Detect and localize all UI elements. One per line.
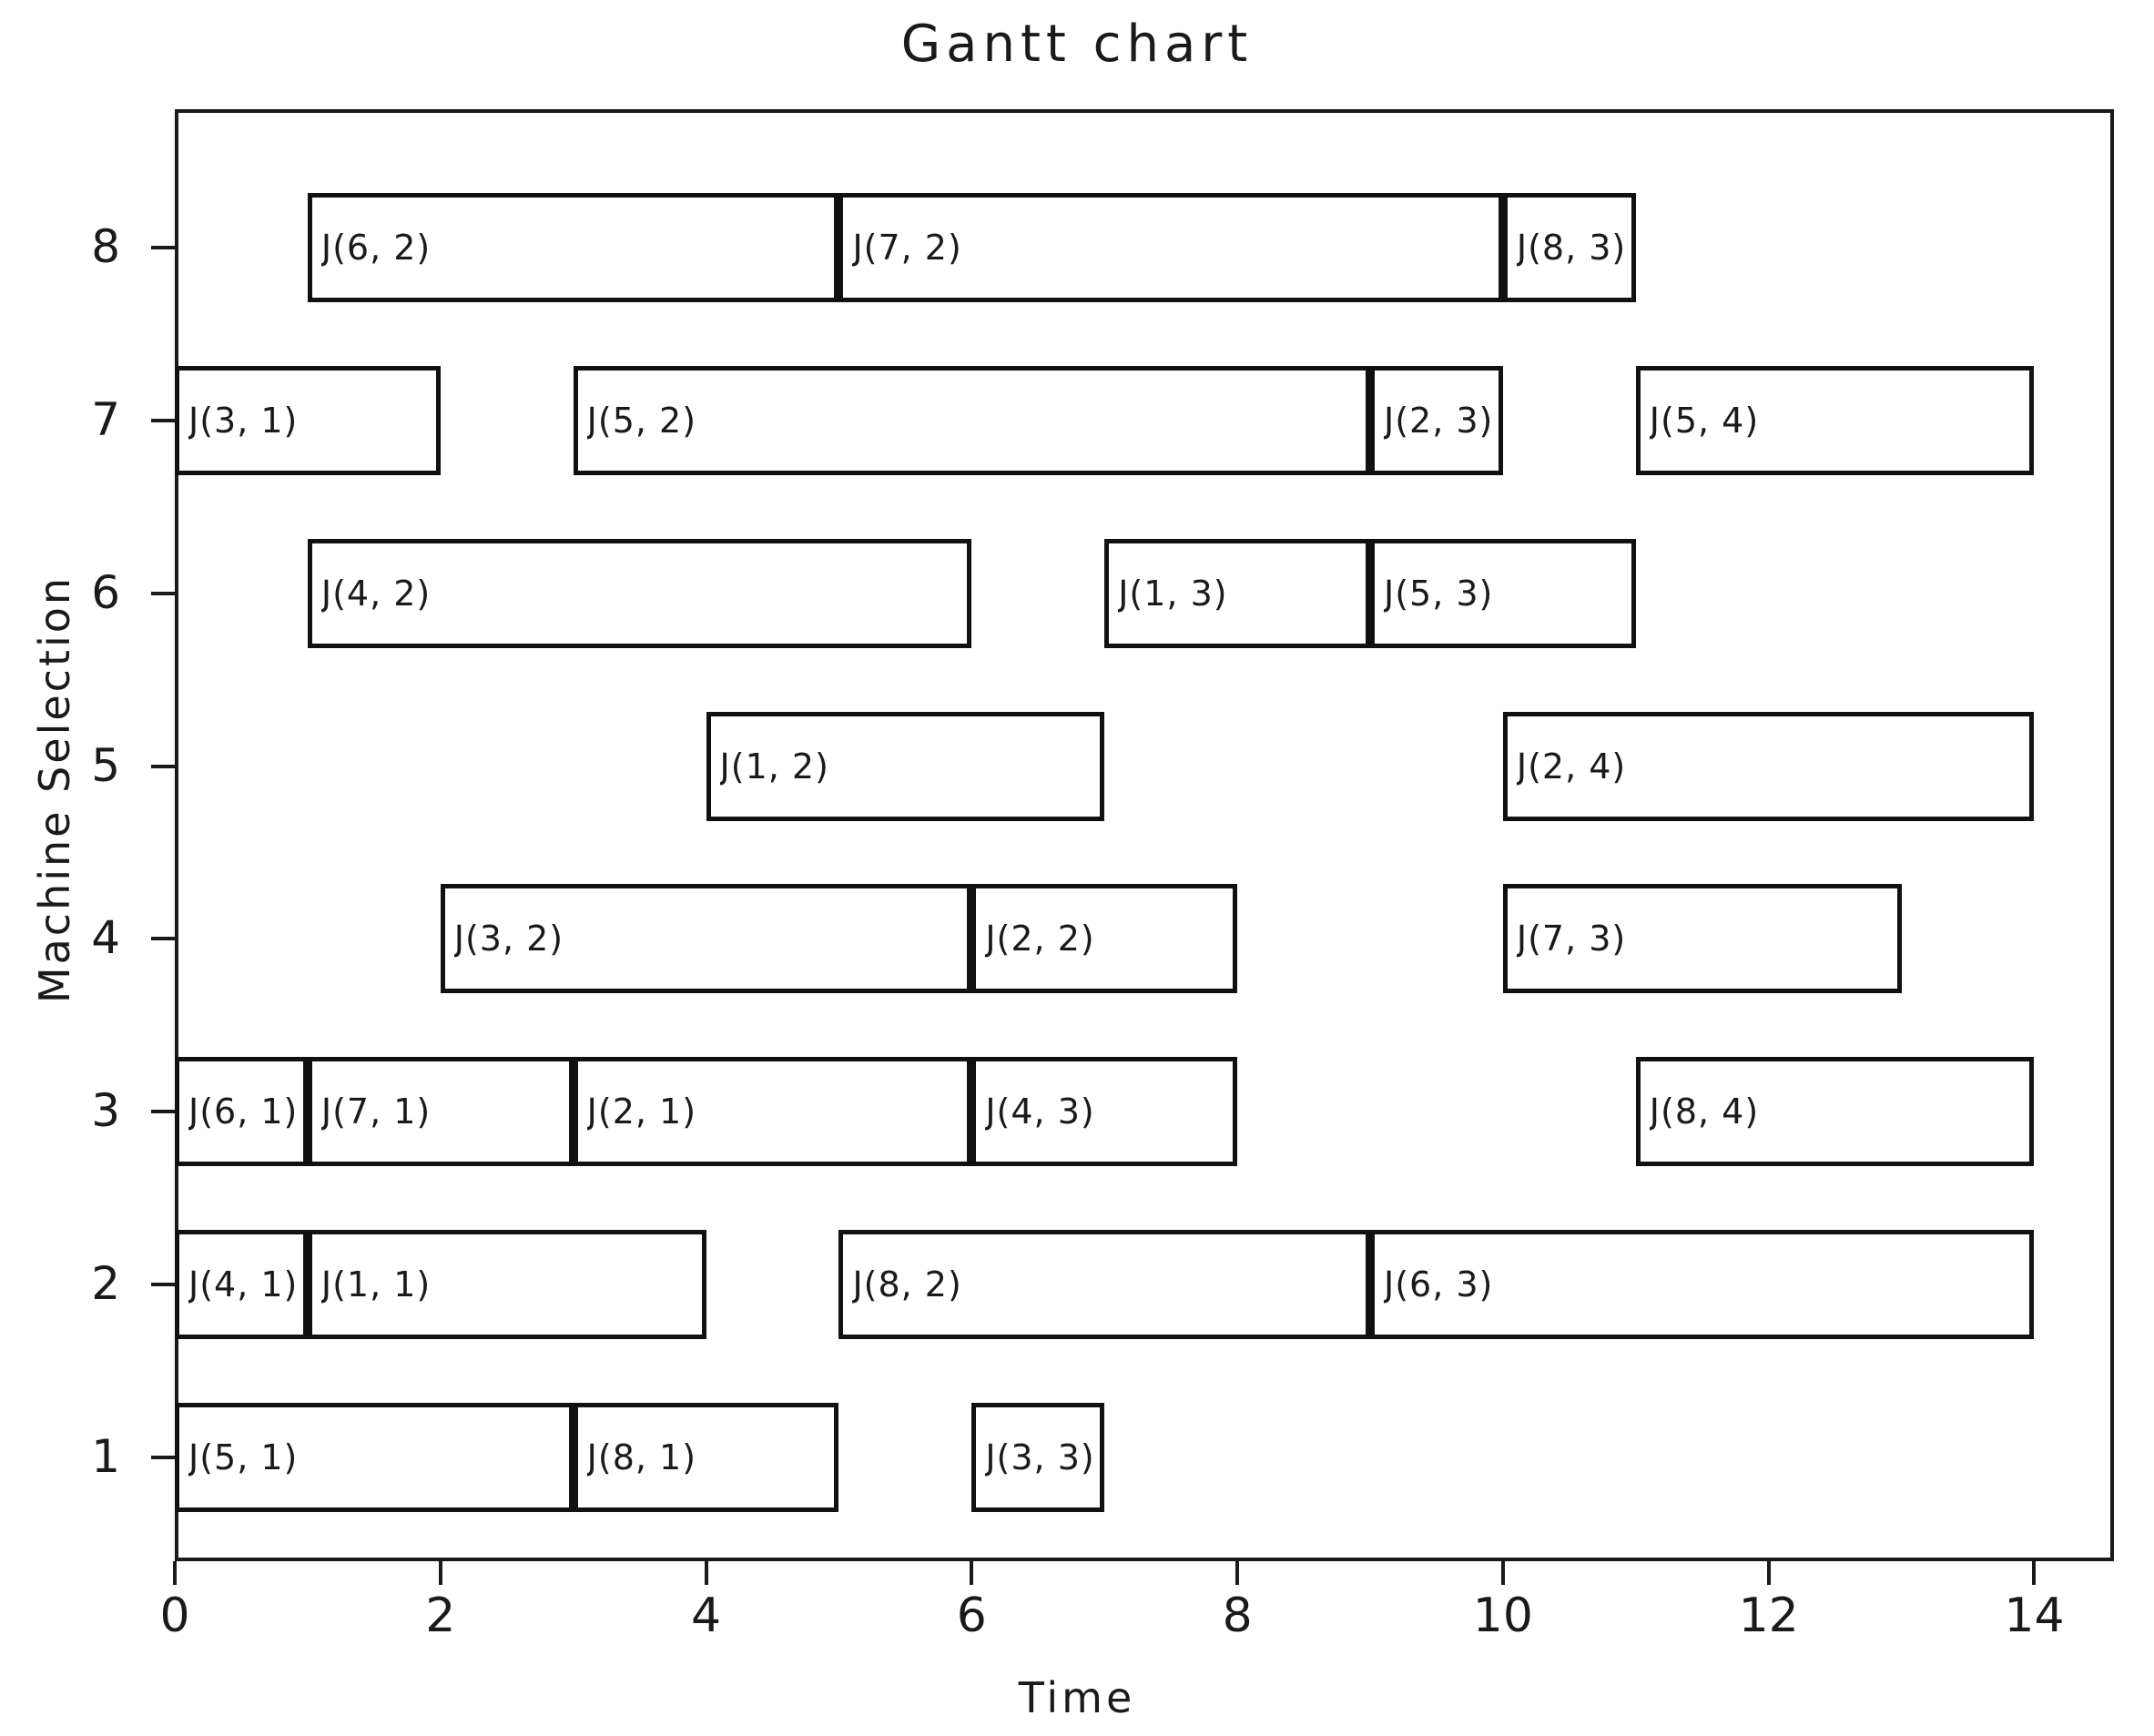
gantt-bar: J(5, 4) bbox=[1635, 365, 2035, 475]
y-axis-tick-label: 3 bbox=[91, 1084, 120, 1138]
y-axis-tick bbox=[151, 591, 175, 595]
gantt-bar-label: J(8, 3) bbox=[1516, 227, 1627, 268]
y-axis-tick bbox=[151, 1283, 175, 1287]
chart-title: Gantt chart bbox=[900, 15, 1254, 74]
x-axis-tick bbox=[173, 1561, 177, 1585]
gantt-bar: J(8, 4) bbox=[1635, 1057, 2035, 1167]
gantt-bar: J(3, 3) bbox=[971, 1403, 1105, 1513]
gantt-bar: J(7, 3) bbox=[1502, 884, 1902, 994]
x-axis-title: Time bbox=[1018, 1673, 1136, 1722]
gantt-bar-label: J(5, 2) bbox=[586, 400, 697, 441]
x-axis-tick bbox=[2032, 1561, 2037, 1585]
y-axis-tick-label: 2 bbox=[91, 1257, 120, 1311]
gantt-bar-label: J(3, 1) bbox=[188, 400, 299, 441]
gantt-bar: J(8, 3) bbox=[1502, 192, 1636, 302]
x-axis-tick bbox=[438, 1561, 442, 1585]
gantt-bar: J(2, 3) bbox=[1370, 365, 1503, 475]
x-axis-tick bbox=[970, 1561, 974, 1585]
gantt-bar-label: J(1, 1) bbox=[320, 1264, 432, 1305]
gantt-bar-label: J(2, 1) bbox=[586, 1091, 697, 1132]
gantt-bar-label: J(5, 1) bbox=[188, 1437, 299, 1478]
gantt-bar-label: J(2, 3) bbox=[1384, 400, 1494, 441]
gantt-bar-label: J(4, 1) bbox=[188, 1264, 299, 1305]
x-axis-tick-label: 0 bbox=[159, 1589, 190, 1643]
gantt-bar: J(8, 2) bbox=[838, 1230, 1370, 1340]
plot-area: J(6, 2) J(7, 2) J(8, 3) J(3, 1) J(5, 2) J(2, … bbox=[91, 109, 2114, 1640]
x-axis-tick bbox=[1235, 1561, 1240, 1585]
gantt-bar: J(3, 1) bbox=[175, 365, 441, 475]
gantt-bar-label: J(6, 3) bbox=[1384, 1264, 1494, 1305]
gantt-bar-label: J(7, 3) bbox=[1516, 919, 1627, 959]
y-axis-tick-label: 6 bbox=[91, 565, 120, 619]
gantt-bar: J(3, 2) bbox=[440, 884, 972, 994]
gantt-bar-label: J(2, 4) bbox=[1516, 746, 1627, 787]
x-axis-tick-label: 4 bbox=[691, 1589, 722, 1643]
x-axis-tick-label: 8 bbox=[1222, 1589, 1253, 1643]
gantt-bar: J(2, 4) bbox=[1502, 711, 2035, 821]
x-axis-tick-label: 6 bbox=[956, 1589, 987, 1643]
gantt-bar-label: J(8, 4) bbox=[1649, 1091, 1760, 1132]
gantt-bar: J(4, 2) bbox=[307, 538, 972, 648]
gantt-bar: J(5, 2) bbox=[573, 365, 1370, 475]
y-axis-tick bbox=[151, 937, 175, 941]
gantt-bar-label: J(7, 2) bbox=[852, 227, 962, 268]
gantt-bar: J(5, 1) bbox=[175, 1403, 574, 1513]
y-axis-tick-label: 8 bbox=[91, 219, 120, 273]
gantt-bar-label: J(5, 4) bbox=[1649, 400, 1760, 441]
gantt-bar: J(7, 1) bbox=[307, 1057, 574, 1167]
y-axis-tick-label: 5 bbox=[91, 738, 120, 792]
gantt-bar-label: J(2, 2) bbox=[985, 919, 1095, 959]
x-axis-tick-label: 10 bbox=[1472, 1589, 1533, 1643]
y-axis-tick bbox=[151, 245, 175, 249]
x-axis-tick bbox=[1766, 1561, 1771, 1585]
y-axis-tick bbox=[151, 1456, 175, 1460]
gantt-bar-label: J(7, 1) bbox=[320, 1091, 432, 1132]
gantt-bar-label: J(4, 3) bbox=[985, 1091, 1095, 1132]
gantt-bar: J(6, 3) bbox=[1370, 1230, 2035, 1340]
gantt-bar: J(8, 1) bbox=[573, 1403, 839, 1513]
x-axis-tick bbox=[704, 1561, 708, 1585]
gantt-bar-label: J(8, 2) bbox=[852, 1264, 962, 1305]
gantt-bar-label: J(5, 3) bbox=[1384, 573, 1494, 614]
y-axis-tick bbox=[151, 1110, 175, 1114]
x-axis-tick-label: 2 bbox=[425, 1589, 456, 1643]
gantt-bar-label: J(8, 1) bbox=[586, 1437, 697, 1478]
gantt-bar: J(1, 1) bbox=[307, 1230, 706, 1340]
gantt-bar: J(6, 1) bbox=[175, 1057, 308, 1167]
gantt-bar: J(5, 3) bbox=[1370, 538, 1636, 648]
gantt-bar-label: J(6, 1) bbox=[188, 1091, 299, 1132]
y-axis-tick-label: 1 bbox=[91, 1430, 120, 1484]
gantt-bar: J(7, 2) bbox=[838, 192, 1503, 302]
gantt-bar-label: J(3, 3) bbox=[985, 1437, 1095, 1478]
y-axis-title: Machine Selection bbox=[30, 574, 79, 1004]
gantt-bar: J(2, 2) bbox=[971, 884, 1238, 994]
y-axis-tick-label: 4 bbox=[91, 911, 120, 965]
x-axis-tick bbox=[1500, 1561, 1505, 1585]
y-axis-tick bbox=[151, 418, 175, 422]
gantt-bar: J(1, 2) bbox=[706, 711, 1105, 821]
gantt-bar-label: J(1, 2) bbox=[719, 746, 829, 787]
y-axis-tick bbox=[151, 764, 175, 768]
x-axis-tick-label: 14 bbox=[2004, 1589, 2065, 1643]
gantt-bar-label: J(3, 2) bbox=[453, 919, 564, 959]
gantt-bar: J(4, 1) bbox=[175, 1230, 308, 1340]
gantt-bar: J(4, 3) bbox=[971, 1057, 1238, 1167]
gantt-bar: J(2, 1) bbox=[573, 1057, 972, 1167]
gantt-bar-label: J(6, 2) bbox=[320, 227, 432, 268]
x-axis-tick-label: 12 bbox=[1738, 1589, 1799, 1643]
gantt-bar-label: J(4, 2) bbox=[320, 573, 432, 614]
y-axis-tick-label: 7 bbox=[91, 392, 120, 446]
gantt-bar: J(6, 2) bbox=[307, 192, 839, 302]
gantt-bar-label: J(1, 3) bbox=[1118, 573, 1228, 614]
gantt-bar: J(1, 3) bbox=[1104, 538, 1370, 648]
